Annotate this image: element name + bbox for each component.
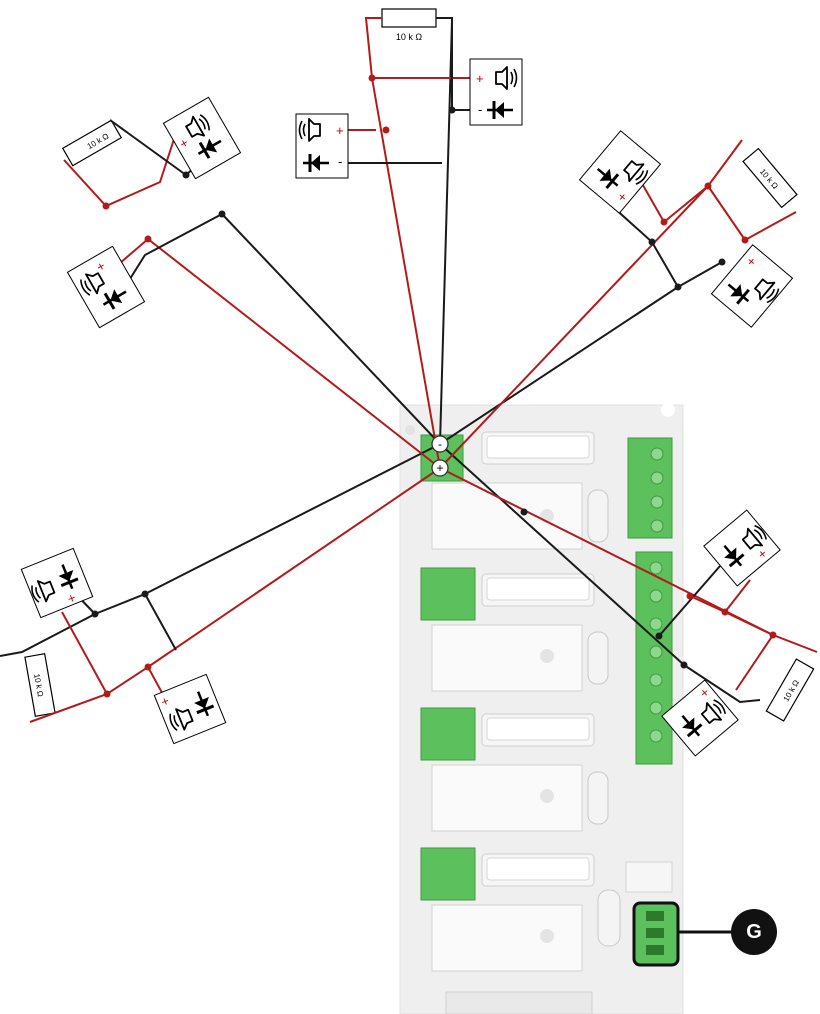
svg-text:+: + xyxy=(336,123,344,138)
resistor-label: 10 k Ω xyxy=(32,673,45,698)
relay-board xyxy=(399,403,684,1014)
terminal-minus-label: - xyxy=(438,437,442,451)
resistor-label: 10 k Ω xyxy=(396,32,423,42)
relay-module-4 xyxy=(420,847,621,972)
resistor-icon: 10 k Ω xyxy=(24,653,56,717)
siren-top-right: + - xyxy=(469,58,523,126)
callout-g-label: G xyxy=(746,921,762,943)
siren-upper-left-a: + xyxy=(162,96,242,180)
positive-terminal xyxy=(431,459,449,477)
svg-text:-: - xyxy=(478,102,482,117)
resistor-icon: 10 k Ω xyxy=(765,658,815,722)
siren-lower-left-b: + xyxy=(153,673,227,745)
resistor-icon: 10 k Ω xyxy=(61,119,123,167)
siren-lower-left-a: + xyxy=(20,547,94,619)
siren-group-upper-right: 10 k Ω + + xyxy=(578,130,798,328)
siren-lower-right-b: + xyxy=(661,679,739,757)
siren-lower-right-a: + xyxy=(703,509,781,587)
siren-group-lower-right: 10 k Ω + + xyxy=(520,508,818,757)
svg-text:+: + xyxy=(476,71,484,86)
svg-text:-: - xyxy=(338,154,342,169)
callout-g xyxy=(678,909,777,955)
terminal-plus-label: + xyxy=(436,461,443,475)
relay-module-3 xyxy=(420,707,609,832)
connector-g xyxy=(632,901,680,967)
resistor-icon: 10 k Ω xyxy=(742,147,798,209)
siren-group-lower-left: 10 k Ω + + xyxy=(0,547,227,745)
siren-group-upper-left: 10 k Ω + + xyxy=(61,96,242,329)
siren-top-left: + - xyxy=(295,113,349,179)
resistor-icon xyxy=(381,8,437,28)
relay-module-1 xyxy=(431,431,609,550)
siren-upper-left-b: + xyxy=(66,245,146,329)
siren-upper-right-b: + xyxy=(710,244,794,328)
siren-upper-right-a: + xyxy=(578,130,662,214)
siren-group-top: 10 k Ω + - + - xyxy=(295,8,523,179)
negative-terminal xyxy=(431,435,449,453)
relay-module-2 xyxy=(420,567,609,692)
